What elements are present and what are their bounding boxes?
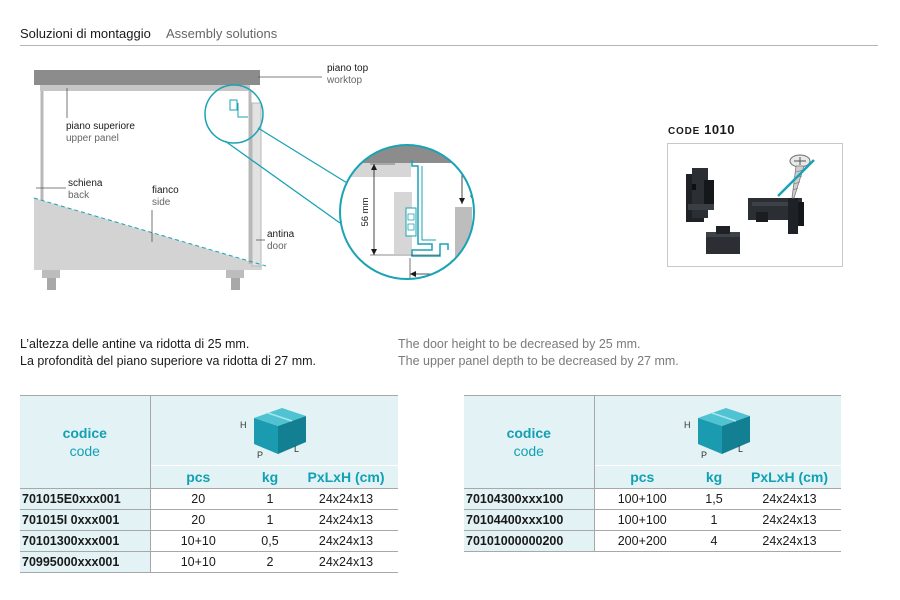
table-row: 70995000xxx001 10+10 2 24x24x13 [20, 551, 398, 573]
detail-zoom: 56 mm 25 mm 27 mm [339, 144, 475, 290]
label-side-en: side [152, 197, 171, 208]
note-en-line1: The door height to be decreased by 25 mm… [398, 337, 641, 351]
col-pcs: pcs [150, 465, 246, 489]
note-en-line2: The upper panel depth to be decreased by… [398, 354, 679, 368]
dim-56: 56 mm [360, 197, 371, 226]
table-row: 70101300xxx001 10+10 0,5 24x24x13 [20, 530, 398, 552]
dim-27: 27 mm [419, 279, 448, 290]
col-kg: kg [690, 465, 738, 489]
product-image-box [667, 143, 843, 267]
note-italian: L’altezza delle antine va ridotta di 25 … [20, 336, 316, 370]
cabinet-drawing [33, 70, 267, 290]
packaging-table-right: codice code H P L pcs kg PxLxH (cm) 7010… [464, 395, 841, 552]
label-side-it: fianco [152, 185, 179, 196]
svg-text:L: L [738, 444, 743, 454]
code-number: 1010 [704, 122, 736, 137]
note-it-line2: La profondità del piano superiore va rid… [20, 354, 317, 368]
upper-panel [40, 85, 250, 91]
code-header: codice code [20, 395, 151, 489]
table-row: 70104300xxx100 100+100 1,5 24x24x13 [464, 488, 841, 510]
box-icon: H P L [684, 408, 750, 460]
label-worktop-en: worktop [326, 75, 362, 86]
col-size: PxLxH (cm) [738, 465, 841, 489]
svg-text:P: P [701, 450, 707, 460]
section-title: Soluzioni di montaggio [20, 26, 151, 41]
assembly-diagram: piano top worktop piano superiore upper … [33, 63, 475, 290]
label-upper-panel-en: upper panel [66, 133, 119, 144]
screw-icon [777, 154, 815, 199]
table-row: 70104400xxx100 100+100 1 24x24x13 [464, 509, 841, 531]
note-english: The door height to be decreased by 25 mm… [398, 336, 679, 370]
label-worktop-it: piano top [327, 63, 369, 74]
col-size: PxLxH (cm) [294, 465, 398, 489]
clip-icon [748, 198, 804, 234]
table-row: 701015I 0xxx001 20 1 24x24x13 [20, 509, 398, 531]
svg-text:P: P [257, 450, 263, 460]
box-icon-cell: H P L [594, 395, 841, 466]
table-row: 70101000000200 200+200 4 24x24x13 [464, 530, 841, 552]
svg-text:H: H [240, 420, 247, 430]
detail-circle-small [204, 84, 264, 144]
col-kg: kg [246, 465, 294, 489]
section-title-en: Assembly solutions [166, 26, 278, 41]
label-back-it: schiena [68, 178, 103, 189]
code-header: codice code [464, 395, 595, 489]
connector-bracket-icon [686, 168, 714, 222]
box-icon: H P L [240, 408, 307, 460]
header-divider [20, 45, 878, 46]
col-pcs: pcs [594, 465, 690, 489]
label-door-en: door [267, 241, 288, 252]
label-back-en: back [68, 190, 90, 201]
worktop [34, 70, 260, 85]
label-door-it: antina [267, 229, 295, 240]
label-upper-panel-it: piano superiore [66, 121, 135, 132]
block-icon [706, 226, 740, 254]
table-row: 701015E0xxx001 20 1 24x24x13 [20, 488, 398, 510]
bottom-panel [34, 198, 262, 270]
svg-text:H: H [684, 420, 691, 430]
svg-text:L: L [294, 444, 299, 454]
box-icon-cell: H P L [150, 395, 398, 466]
packaging-table-left: codice code H P L pcs kg PxLxH (cm) 7010… [20, 395, 398, 573]
note-it-line1: L’altezza delle antine va ridotta di 25 … [20, 337, 250, 351]
door-strip [251, 102, 262, 267]
code-prefix: CODE [668, 126, 701, 137]
slant-dash-line [33, 197, 267, 267]
